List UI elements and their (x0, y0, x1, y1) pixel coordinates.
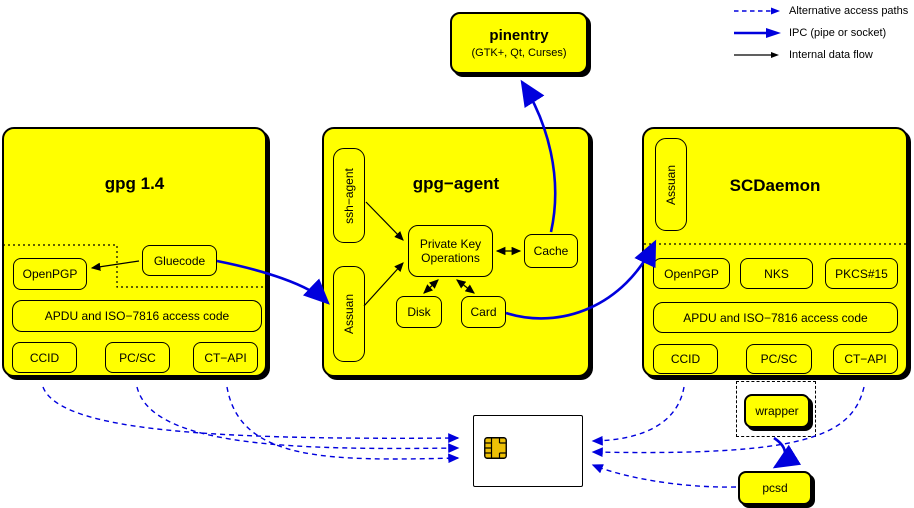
wrapper-box: wrapper (744, 394, 810, 428)
alt-pcsd-to-card (591, 464, 737, 488)
ipc-wrapper-to-pcsd (772, 436, 802, 469)
scdaemon-ctapi-box: CT−API (833, 344, 898, 374)
alt-gpg14-ctapi-to-card (226, 386, 460, 464)
legend-item-alternative: Alternative access paths (733, 0, 908, 22)
scdaemon-apdu-box: APDU and ISO−7816 access code (653, 302, 898, 333)
assuan-label: Assuan (342, 293, 356, 335)
smartcard (473, 415, 583, 487)
legend-item-internal: Internal data flow (733, 44, 908, 66)
scdaemon-ccid-box: CCID (653, 344, 718, 374)
pko-line1: Private Key (419, 237, 482, 251)
gpg14-pcsc-box: PC/SC (105, 342, 170, 373)
legend-label: IPC (pipe or socket) (789, 27, 887, 39)
legend: Alternative access paths IPC (pipe or so… (733, 0, 908, 66)
disk-box: Disk (396, 296, 442, 328)
pinentry-box: pinentry (GTK+, Qt, Curses) (450, 12, 588, 74)
thin-black-arrow-icon (734, 52, 779, 58)
assuan-label: Assuan (664, 164, 678, 205)
alt-scdaemon-ccid-to-card (591, 386, 685, 446)
pcsd-box: pcsd (738, 471, 812, 505)
scdaemon-openpgp-box: OpenPGP (653, 258, 730, 289)
alt-gpg14-pcsc-to-card (136, 386, 460, 454)
legend-label: Alternative access paths (789, 5, 909, 17)
pko-line2: Operations (421, 251, 480, 265)
scdaemon-nks-box: NKS (740, 258, 813, 289)
gpg-agent-title: gpg−agent (412, 174, 500, 193)
gpg-agent-ssh-agent-box: ssh−agent (333, 148, 365, 243)
alt-gpg14-ccid-to-card (42, 386, 460, 443)
pinentry-title: pinentry (489, 27, 549, 44)
cache-box: Cache (524, 234, 578, 268)
gpg14-gluecode-box: Gluecode (142, 245, 217, 276)
scdaemon-assuan-box: Assuan (655, 138, 687, 231)
gpg14-title: gpg 1.4 (104, 174, 165, 193)
ssh-agent-label: ssh−agent (342, 167, 356, 224)
gpg14-openpgp-box: OpenPGP (13, 258, 87, 290)
gpg14-apdu-box: APDU and ISO−7816 access code (12, 300, 262, 332)
private-key-operations-box: Private Key Operations (408, 225, 493, 277)
legend-item-ipc: IPC (pipe or socket) (733, 22, 908, 44)
dashed-blue-arrow-icon (734, 7, 780, 15)
gpg14-ccid-box: CCID (12, 342, 77, 373)
scdaemon-pkcs15-box: PKCS#15 (825, 258, 898, 289)
legend-label: Internal data flow (789, 49, 873, 61)
gpg14-box (2, 127, 267, 377)
scdaemon-title: SCDaemon (729, 176, 821, 195)
scdaemon-pcsc-box: PC/SC (746, 344, 812, 374)
smartcard-chip-icon (484, 437, 507, 459)
solid-blue-arrow-icon (734, 28, 781, 38)
gpg-agent-assuan-box: Assuan (333, 266, 365, 362)
card-box: Card (461, 296, 506, 328)
pinentry-subtitle: (GTK+, Qt, Curses) (471, 47, 567, 59)
alt-scdaemon-ctapi-to-card (591, 386, 865, 458)
gpg14-ctapi-box: CT−API (193, 342, 258, 373)
